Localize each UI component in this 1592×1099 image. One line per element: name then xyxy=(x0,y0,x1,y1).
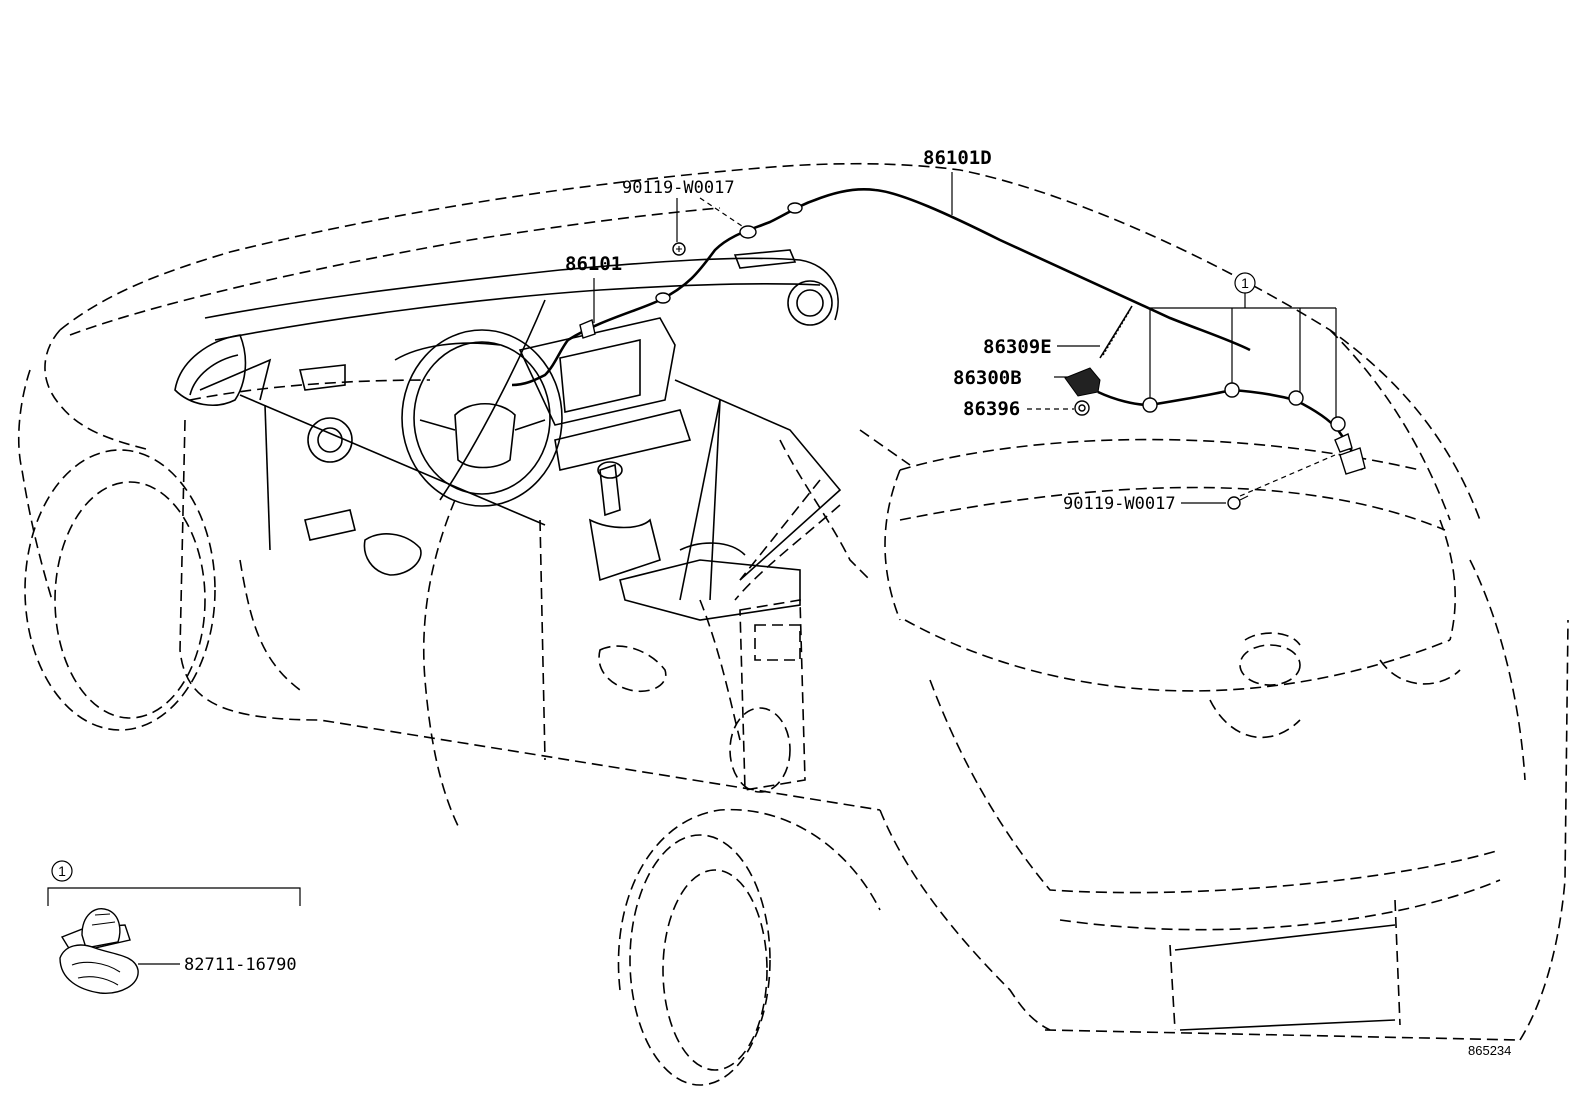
antenna-cord-harness xyxy=(511,188,1251,387)
label-82711: 82711-16790 xyxy=(184,955,297,975)
inset-marker: 1 xyxy=(58,863,66,879)
inset-clip-detail: 1 82711-16790 xyxy=(47,860,301,994)
label-86300B: 86300B xyxy=(953,367,1022,389)
illustration-id: 865234 xyxy=(1468,1043,1511,1058)
label-90119-top: 90119-W0017 xyxy=(622,178,735,198)
part-labels: 86101D 90119-W0017 86101 86309E 86300B 8… xyxy=(565,147,1256,514)
clip-icon xyxy=(59,908,139,994)
leader-lines xyxy=(593,172,1337,504)
label-86396: 86396 xyxy=(963,398,1020,420)
car-body-outline xyxy=(17,162,1569,1086)
inset-marker-circle xyxy=(51,860,73,882)
label-86309E: 86309E xyxy=(983,336,1052,358)
interior-dashboard xyxy=(174,249,842,621)
antenna-base xyxy=(1064,367,1101,397)
callout-marker: 1 xyxy=(1241,275,1249,291)
bolt-right-icon xyxy=(1227,496,1241,510)
label-90119-right: 90119-W0017 xyxy=(1063,494,1176,514)
label-86101: 86101 xyxy=(565,253,622,275)
rear-antenna-assembly xyxy=(672,242,1366,510)
label-86101D: 86101D xyxy=(923,147,992,169)
callout-marker-circle xyxy=(1234,272,1256,294)
antenna-mast xyxy=(1102,309,1131,356)
